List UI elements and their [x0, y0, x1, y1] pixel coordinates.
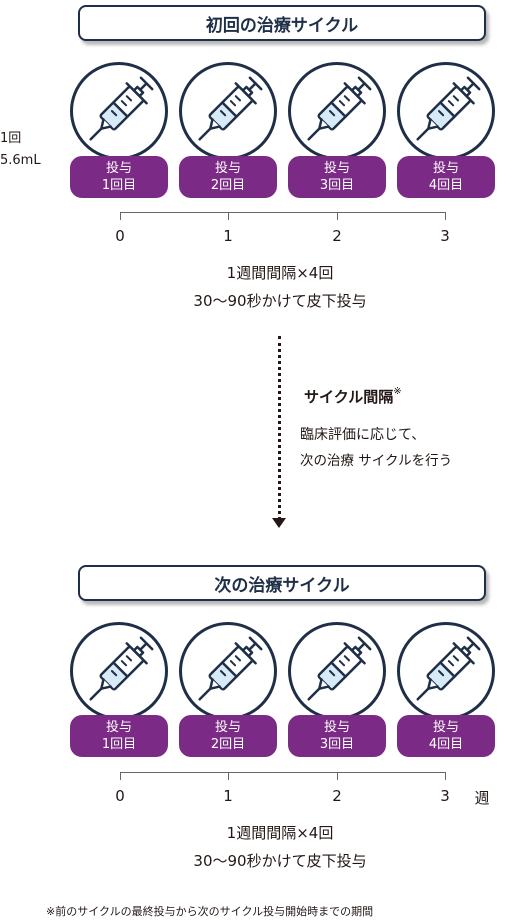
- axis-tick: [228, 772, 229, 780]
- syringe-icon: [70, 622, 168, 720]
- dose-pill-label: 投与: [323, 720, 350, 735]
- dose-pill-3: 投与 3回目: [288, 715, 386, 757]
- axis-tick: [445, 772, 446, 780]
- dose-pill-number: 4回目: [428, 178, 464, 193]
- syringe-icon: [179, 622, 277, 720]
- interval-heading-mark: ※: [393, 386, 402, 397]
- syringe-icon: [288, 622, 386, 720]
- axis-unit-label: 週: [474, 789, 490, 807]
- dose-pill-label: 投与: [323, 161, 350, 176]
- dose-pill-2: 投与 2回目: [179, 715, 277, 757]
- footnote: ※前のサイクルの最終投与から次のサイクル投与開始時までの期間: [46, 905, 374, 918]
- axis-tick-label: 0: [115, 787, 125, 805]
- axis-tick: [228, 212, 229, 220]
- dose-pill-1: 投与 1回目: [70, 715, 168, 757]
- next-cycle-schedule: 1週間間隔×4回: [226, 824, 334, 842]
- dose-pill-4: 投与 4回目: [397, 715, 495, 757]
- interval-arrow-line: [278, 336, 281, 520]
- dose-pill-label: 投与: [105, 161, 132, 176]
- interval-heading-text: サイクル間隔: [304, 388, 394, 406]
- first-cycle-administration: 30～90秒かけて皮下投与: [193, 292, 367, 310]
- axis-tick-label: 2: [332, 787, 342, 805]
- dose-pill-number: 3回目: [319, 178, 355, 193]
- dose-pill-label: 投与: [432, 720, 459, 735]
- syringe-icon: [70, 62, 168, 160]
- axis-tick: [120, 772, 121, 780]
- axis-tick-label: 2: [332, 227, 342, 245]
- axis-tick-label: 1: [223, 227, 233, 245]
- next-cycle-administration: 30～90秒かけて皮下投与: [193, 852, 367, 870]
- dose-volume: 5.6mL: [0, 153, 41, 168]
- axis-tick: [337, 212, 338, 220]
- dose-volume-label: 1回 5.6mL: [0, 128, 41, 172]
- first-cycle-schedule: 1週間間隔×4回: [226, 264, 334, 282]
- dose-pill-label: 投与: [432, 161, 459, 176]
- dose-pill-number: 1回目: [101, 737, 137, 752]
- axis-tick-label: 0: [115, 227, 125, 245]
- syringe-icon: [397, 62, 495, 160]
- syringe-icon: [397, 622, 495, 720]
- interval-arrow-head: [272, 518, 286, 528]
- dose-count: 1回: [0, 131, 22, 146]
- interval-desc-line1: 臨床評価に応じて、: [300, 427, 426, 443]
- axis-tick: [445, 212, 446, 220]
- next-cycle-title: 次の治療サイクル: [78, 565, 486, 601]
- axis-line: [120, 212, 446, 213]
- axis-tick: [337, 772, 338, 780]
- dose-pill-3: 投与 3回目: [288, 156, 386, 198]
- dose-pill-label: 投与: [214, 161, 241, 176]
- syringe-icon: [179, 62, 277, 160]
- axis-tick-label: 1: [223, 787, 233, 805]
- dose-pill-number: 2回目: [210, 178, 246, 193]
- dose-pill-2: 投与 2回目: [179, 156, 277, 198]
- axis-line: [120, 772, 446, 773]
- interval-description: 臨床評価に応じて、 次の治療 サイクルを行う: [300, 422, 452, 474]
- dose-pill-1: 投与 1回目: [70, 156, 168, 198]
- dose-pill-label: 投与: [105, 720, 132, 735]
- dose-pill-label: 投与: [214, 720, 241, 735]
- dose-pill-4: 投与 4回目: [397, 156, 495, 198]
- interval-heading: サイクル間隔※: [304, 386, 402, 407]
- axis-tick-label: 3: [440, 787, 450, 805]
- syringe-icon: [288, 62, 386, 160]
- dose-pill-number: 2回目: [210, 737, 246, 752]
- first-cycle-title: 初回の治療サイクル: [78, 5, 486, 41]
- axis-tick-label: 3: [440, 227, 450, 245]
- dose-pill-number: 4回目: [428, 737, 464, 752]
- dose-pill-number: 1回目: [101, 178, 137, 193]
- interval-desc-line2: 次の治療 サイクルを行う: [300, 453, 453, 469]
- axis-tick: [120, 212, 121, 220]
- dose-pill-number: 3回目: [319, 737, 355, 752]
